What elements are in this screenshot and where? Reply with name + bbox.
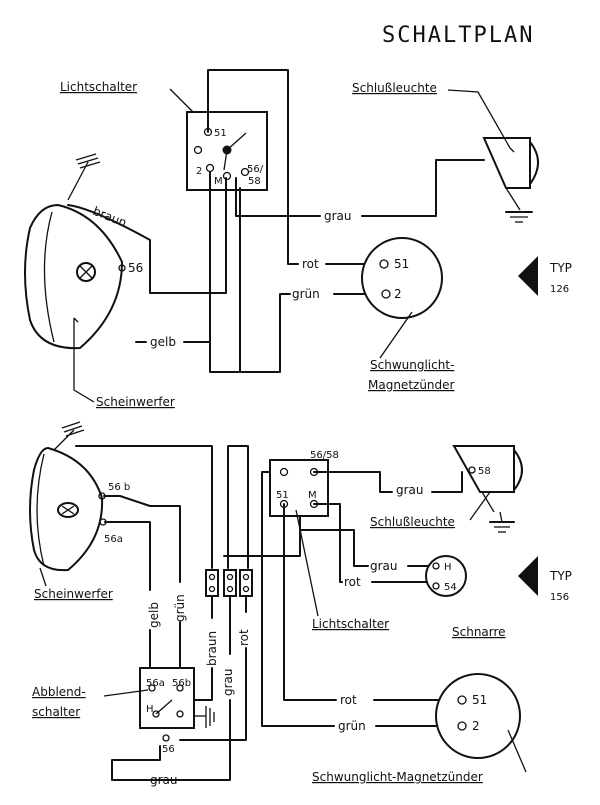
label-zuender-156: Schwunglicht-Magnetzünder bbox=[312, 770, 483, 784]
wire-grau-126 bbox=[235, 177, 321, 217]
label-zuender-line1-126: Schwunglicht- bbox=[370, 358, 454, 372]
typ-arrow-126 bbox=[518, 256, 538, 296]
wire-label-rot-156-schnarre: rot bbox=[344, 575, 361, 589]
wire-label-grau-156-taillight: grau bbox=[396, 483, 424, 497]
wire-rot-126 bbox=[207, 69, 299, 265]
switch-terminal-56-58-a: 56/ bbox=[247, 164, 264, 175]
abblend-terminal-56: 56 bbox=[162, 744, 175, 755]
label-schlussleuchte-156: Schlußleuchte bbox=[370, 515, 455, 529]
wire-gruen-156-magneto bbox=[261, 471, 335, 727]
wire-grau-156-abblend bbox=[111, 699, 231, 781]
wire-braun-156 bbox=[189, 667, 213, 701]
switch-terminal-M: M bbox=[214, 176, 223, 187]
wire-label-rot-156-magneto: rot bbox=[340, 693, 357, 707]
wire-label-gelb-126: gelb bbox=[150, 335, 176, 349]
switch-terminal-56-58-b: 58 bbox=[248, 176, 261, 187]
label-scheinwerfer-126: Scheinwerfer bbox=[96, 395, 175, 409]
wire-label-rot-126: rot bbox=[302, 257, 319, 271]
wire-rot-156-magneto bbox=[283, 503, 337, 701]
label-zuender-line2-126: Magnetzünder bbox=[368, 378, 455, 392]
lichtschalter-contacts-126 bbox=[193, 127, 250, 181]
label-abblend-line2: schalter bbox=[32, 705, 80, 719]
wire-label-gruen-156: grün bbox=[173, 594, 187, 622]
magneto156-terminal-2: 2 bbox=[472, 719, 480, 733]
wire-56b-156 bbox=[103, 495, 181, 583]
magneto156-terminal-51: 51 bbox=[472, 693, 487, 707]
magneto-terminal-51-126: 51 bbox=[394, 257, 409, 271]
wire-grau-156-taillight bbox=[313, 471, 393, 493]
connector-blocks-156 bbox=[205, 569, 253, 597]
label-lichtschalter-126: Lichtschalter bbox=[60, 80, 137, 94]
diagram-typ-126: 56 braun 51 2 M 56/ 58 Lichtschalter rot bbox=[24, 69, 572, 409]
abblendschalter-box bbox=[139, 667, 195, 729]
typ-label-156: TYP bbox=[549, 569, 572, 583]
lichtschalter-box-156 bbox=[269, 459, 329, 517]
wire-top-2-156 bbox=[227, 445, 249, 569]
wire-label-braun-156: braun bbox=[205, 631, 219, 666]
wire-label-gruen-156-magneto: grün bbox=[338, 719, 366, 733]
headlamp-156 bbox=[29, 446, 107, 572]
wire-label-rot-156-vertical: rot bbox=[237, 629, 251, 646]
wire-rot-156-schnarre bbox=[313, 503, 343, 583]
typ-label-126: TYP bbox=[549, 261, 572, 275]
magnetzuender-126 bbox=[361, 237, 443, 319]
taillight-156 bbox=[452, 445, 523, 533]
schnarre-terminal-H: H bbox=[444, 562, 452, 573]
headlamp-terminal-56: 56 bbox=[128, 261, 143, 275]
headlamp-terminal-56a: 56a bbox=[104, 534, 123, 545]
wire-label-grau-156-bottom: grau bbox=[150, 773, 178, 787]
headlamp-terminal-56b: 56 b bbox=[108, 482, 130, 493]
abblend-terminal-56b: 56b bbox=[172, 678, 191, 689]
headlamp-ground-symbol bbox=[67, 153, 101, 201]
headlamp-ground-symbol-156 bbox=[53, 421, 85, 451]
switch-terminal-51: 51 bbox=[214, 128, 227, 139]
diagram-title: SCHALTPLAN bbox=[382, 23, 534, 48]
label-lichtschalter-156: Lichtschalter bbox=[312, 617, 389, 631]
headlamp-126 bbox=[24, 203, 126, 350]
wire-braun-126 bbox=[67, 204, 153, 294]
label-scheinwerfer-156: Scheinwerfer bbox=[34, 587, 113, 601]
wire-gruen-126 bbox=[225, 293, 291, 373]
switch156-terminal-56-58: 56/58 bbox=[310, 450, 339, 461]
magneto-terminal-2-126: 2 bbox=[394, 287, 402, 301]
wire-label-grau-156-schnarre: grau bbox=[370, 559, 398, 573]
schnarre-terminal-54: 54 bbox=[444, 582, 457, 593]
magnetzuender-156 bbox=[435, 673, 521, 759]
wire-top-1-156 bbox=[75, 445, 213, 569]
abblend-terminal-56a: 56a bbox=[146, 678, 165, 689]
taillight-terminal-58: 58 bbox=[478, 466, 491, 477]
switch-terminal-2: 2 bbox=[196, 166, 202, 177]
schnarre bbox=[425, 555, 467, 597]
wire-label-gruen-126: grün bbox=[292, 287, 320, 301]
label-schlussleuchte-126: Schlußleuchte bbox=[352, 81, 437, 95]
wire-label-gelb-156: gelb bbox=[147, 602, 161, 628]
label-abblend-line1: Abblend- bbox=[32, 685, 86, 699]
abblend-terminal-H: H bbox=[146, 704, 154, 715]
typ-number-156: 156 bbox=[550, 592, 569, 603]
wire-label-grau-126: grau bbox=[324, 209, 352, 223]
wire-56a-156 bbox=[104, 521, 151, 591]
switch156-terminal-51: 51 bbox=[276, 490, 289, 501]
typ-arrow-156 bbox=[518, 556, 538, 596]
wire-label-grau-156-vertical: grau bbox=[221, 668, 235, 696]
label-schnarre: Schnarre bbox=[452, 625, 506, 639]
wire-56-headlamp-126 bbox=[151, 177, 227, 294]
diagram-typ-156: 56 b 56a gelb grün Scheinwerfer 56/58 51… bbox=[29, 421, 572, 787]
switch156-terminal-M: M bbox=[308, 490, 317, 501]
taillight-126 bbox=[482, 137, 539, 223]
typ-number-126: 126 bbox=[550, 284, 569, 295]
